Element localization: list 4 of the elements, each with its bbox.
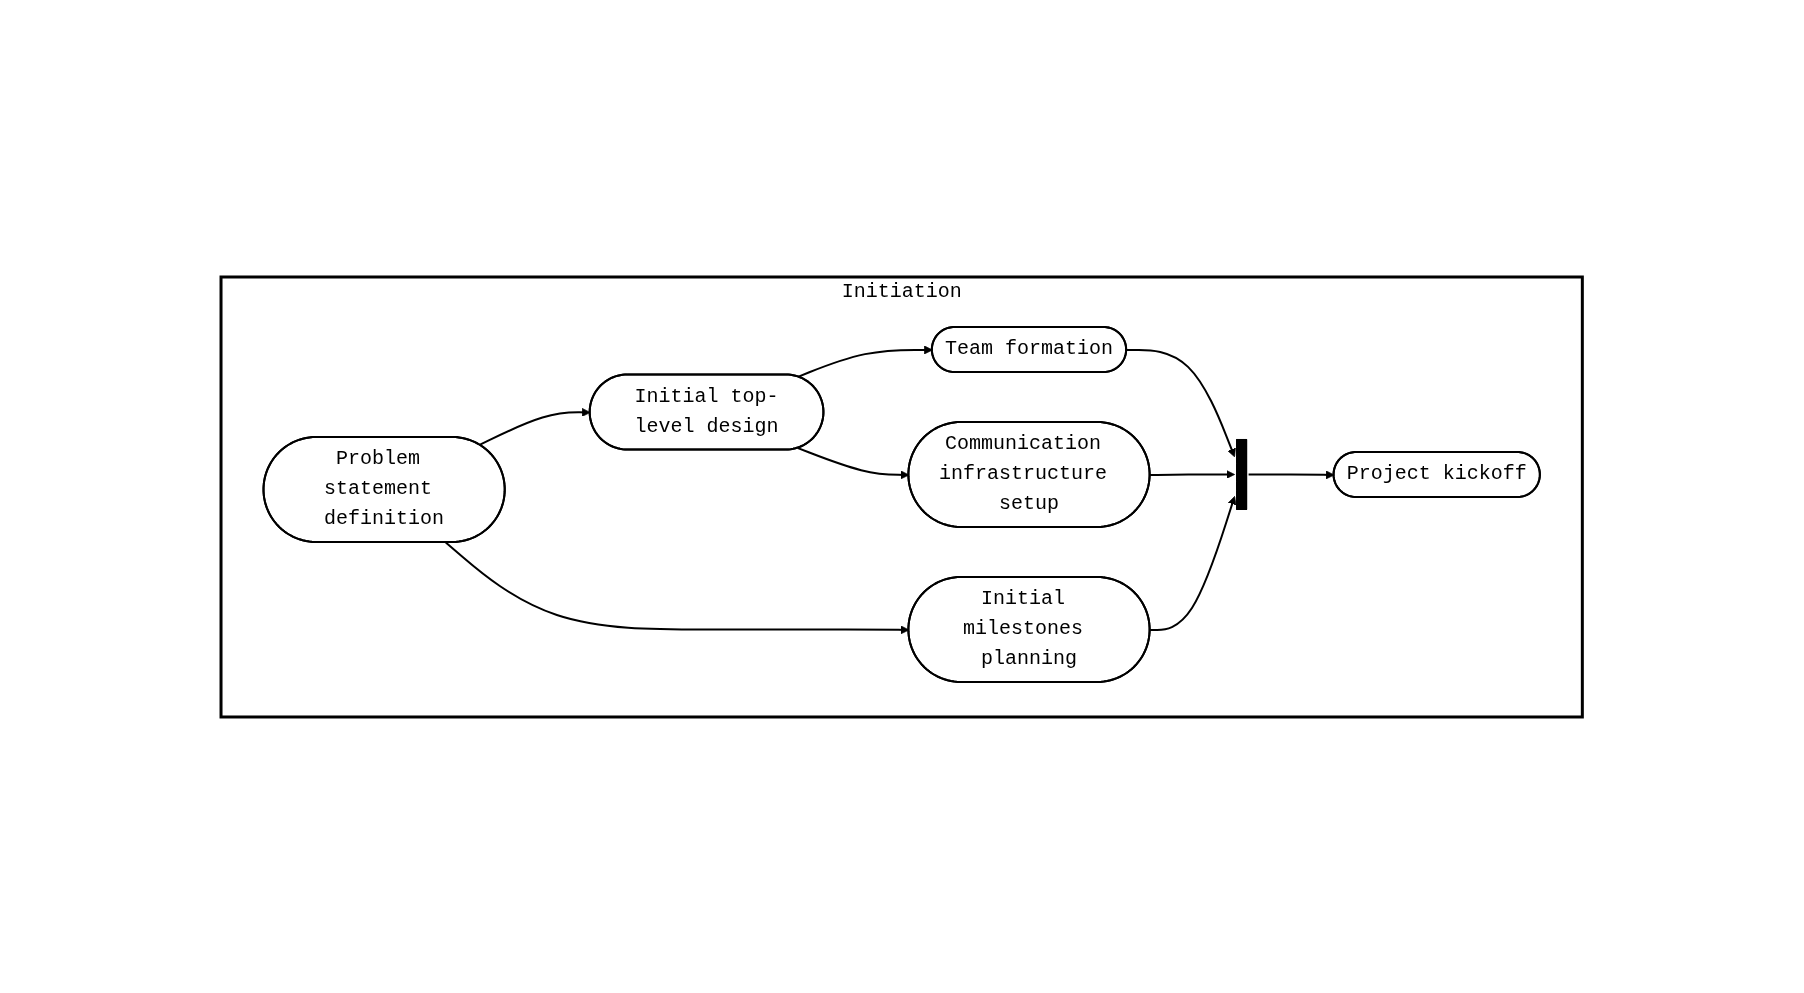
arrow: [478, 407, 591, 446]
arrow: [1149, 469, 1236, 479]
arrow: [1247, 470, 1335, 479]
arrow: [1149, 495, 1237, 631]
